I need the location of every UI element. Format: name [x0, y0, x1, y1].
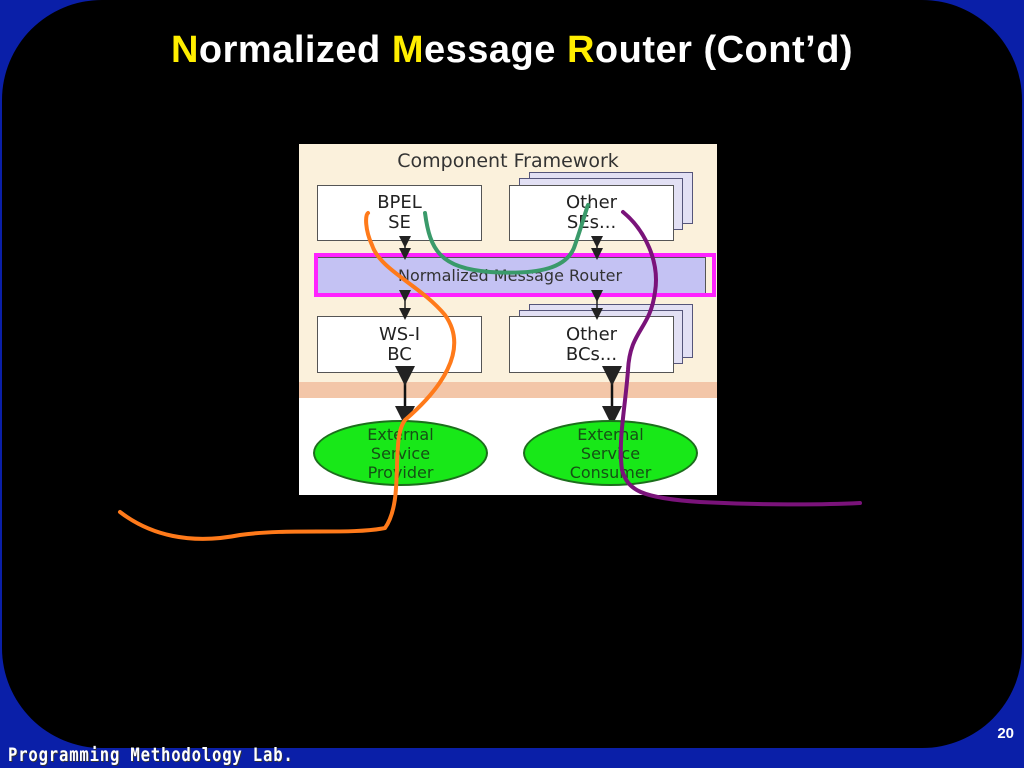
title-word-3: outer (Cont’d)	[594, 29, 854, 71]
title-initial-r: R	[566, 29, 595, 71]
external-service-provider: External Service Provider	[313, 420, 488, 486]
bpel-se-line-1: BPEL	[377, 192, 422, 213]
jbi-diagram: Component Framework BPEL SE Other SEs...…	[299, 144, 717, 495]
title-word-2: essage	[424, 29, 567, 71]
provider-line-2: Service	[370, 443, 431, 463]
page-number: 20	[997, 725, 1014, 742]
title-initial-m: M	[391, 29, 424, 71]
external-service-consumer: External Service Consumer	[523, 420, 698, 486]
framework-title: Component Framework	[397, 150, 619, 172]
title-initial-n: N	[170, 29, 199, 71]
footer-lab-name: Programming Methodology Lab.	[8, 744, 294, 766]
consumer-line-3: Consumer	[569, 462, 652, 482]
consumer-line-2: Service	[580, 443, 641, 463]
provider-line-3: Provider	[367, 462, 434, 482]
slide-title: Normalized Message Router (Cont’d)	[0, 28, 1024, 72]
provider-line-1: External	[367, 424, 434, 444]
other-bcs-line-1: Other	[565, 323, 618, 345]
consumer-line-1: External	[577, 424, 644, 444]
title-word-1: ormalized	[198, 29, 392, 71]
other-bcs-line-2: BCs...	[565, 343, 618, 365]
